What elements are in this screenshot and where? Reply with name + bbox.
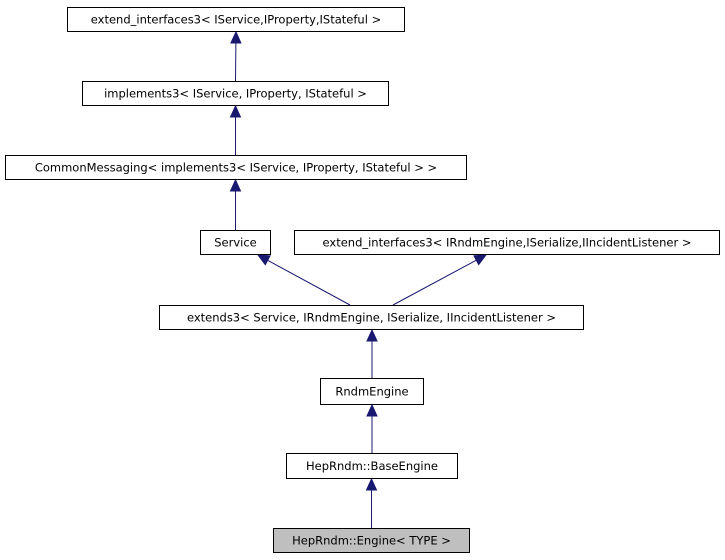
arrowhead-icon	[229, 104, 242, 118]
node-label: extends3< Service, IRndmEngine, ISeriali…	[187, 311, 556, 325]
arrowhead-icon	[229, 178, 242, 192]
node-label: RndmEngine	[335, 385, 408, 399]
node-label: HepRndm::BaseEngine	[306, 459, 438, 473]
node-extends3[interactable]: extends3< Service, IRndmEngine, ISeriali…	[159, 305, 584, 330]
arrowhead-icon	[365, 477, 378, 491]
arrowhead-icon	[473, 254, 488, 266]
node-label: CommonMessaging< implements3< IService, …	[35, 161, 437, 175]
node-heprndm-baseengine[interactable]: HepRndm::BaseEngine	[286, 453, 458, 479]
node-common-messaging[interactable]: CommonMessaging< implements3< IService, …	[5, 155, 467, 180]
node-label: extend_interfaces3< IService,IProperty,I…	[91, 13, 381, 27]
arrowhead-icon	[366, 328, 378, 342]
node-label: extend_interfaces3< IRndmEngine,ISeriali…	[323, 236, 692, 250]
node-label: implements3< IService, IProperty, IState…	[104, 87, 367, 101]
inheritance-edge	[392, 259, 477, 306]
node-service[interactable]: Service	[200, 230, 271, 255]
inheritance-edge	[267, 259, 351, 306]
node-heprndm-engine[interactable]: HepRndm::Engine< TYPE >	[273, 528, 470, 553]
arrowhead-icon	[230, 30, 242, 44]
arrowhead-icon	[256, 254, 271, 266]
edges	[229, 30, 488, 528]
node-rndm-engine[interactable]: RndmEngine	[320, 378, 424, 405]
node-label: HepRndm::Engine< TYPE >	[292, 534, 451, 548]
node-extend-interfaces3-irndmengine[interactable]: extend_interfaces3< IRndmEngine,ISeriali…	[294, 230, 720, 255]
node-label: Service	[214, 236, 257, 250]
arrowhead-icon	[366, 403, 378, 417]
node-extend-interfaces3-iservice[interactable]: extend_interfaces3< IService,IProperty,I…	[67, 7, 405, 32]
node-implements3[interactable]: implements3< IService, IProperty, IState…	[82, 81, 389, 106]
